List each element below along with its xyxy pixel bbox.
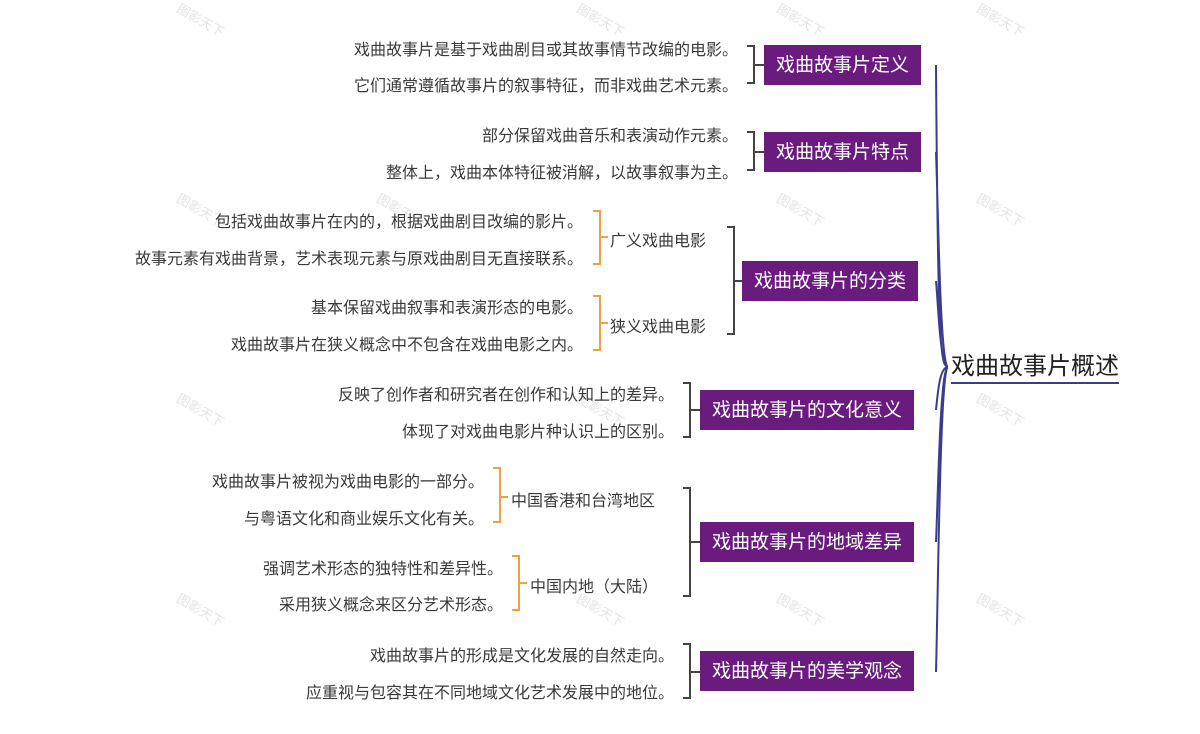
group-narrow[interactable]: 狭义戏曲电影 [610,317,707,336]
bracket-branch-5 [683,487,700,597]
leaf-text: 它们通常遵循故事片的叙事特征，而非戏曲艺术元素。 [353,76,738,95]
branch-classification[interactable]: 戏曲故事片的分类 [742,261,919,301]
leaf-text: 戏曲故事片被视为戏曲电影的一部分。 [211,472,484,491]
leaf-text: 强调艺术形态的独特性和差异性。 [262,559,503,578]
leaf-text: 戏曲故事片在狭义概念中不包含在戏曲电影之内。 [230,335,583,354]
bracket-branch-6 [683,643,700,699]
leaf-text: 故事元素有戏曲背景，艺术表现元素与原戏曲剧目无直接联系。 [134,249,583,268]
leaf-text: 戏曲故事片的形成是文化发展的自然走向。 [369,646,674,665]
leaf-text: 与粤语文化和商业娱乐文化有关。 [243,509,484,528]
leaf-text: 反映了创作者和研究者在创作和认知上的差异。 [337,385,674,404]
leaf-text: 戏曲故事片是基于戏曲剧目或其故事情节改编的电影。 [353,40,738,59]
group-mainland[interactable]: 中国内地（大陆） [530,577,659,596]
leaf-text: 采用狭义概念来区分艺术形态。 [278,595,503,614]
branch-aesthetics[interactable]: 戏曲故事片的美学观念 [700,651,915,691]
bracket-group-mainland [512,555,527,611]
root-topic[interactable]: 戏曲故事片概述 [951,350,1119,384]
root-connector [935,64,949,673]
bracket-branch-1 [747,45,764,84]
bracket-group-narrow [593,295,608,351]
group-hk-taiwan[interactable]: 中国香港和台湾地区 [511,491,656,510]
bracket-group-hk [493,467,508,523]
leaf-text: 体现了对戏曲电影片种认识上的区别。 [401,422,674,441]
branch-regional-difference[interactable]: 戏曲故事片的地域差异 [700,522,915,562]
leaf-text: 部分保留戏曲音乐和表演动作元素。 [481,126,738,145]
branch-definition[interactable]: 戏曲故事片定义 [764,45,922,85]
bracket-branch-4 [683,382,700,438]
bracket-branch-3 [727,226,742,335]
leaf-text: 包括戏曲故事片在内的，根据戏曲剧目改编的影片。 [214,212,583,231]
bracket-branch-2 [747,131,764,171]
leaf-text: 整体上，戏曲本体特征被消解，以故事叙事为主。 [385,163,738,182]
branch-features[interactable]: 戏曲故事片特点 [764,132,922,172]
leaf-text: 基本保留戏曲叙事和表演形态的电影。 [310,298,583,317]
group-broad[interactable]: 广义戏曲电影 [610,231,707,250]
bracket-group-broad [593,210,608,265]
branch-cultural-meaning[interactable]: 戏曲故事片的文化意义 [700,390,915,430]
leaf-text: 应重视与包容其在不同地域文化艺术发展中的地位。 [305,683,674,702]
